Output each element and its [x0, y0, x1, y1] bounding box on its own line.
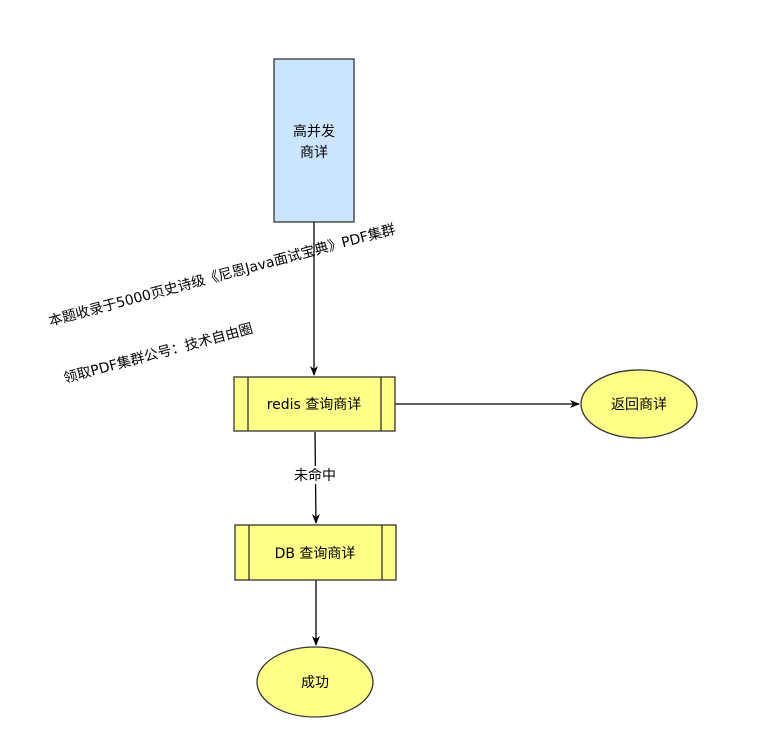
node-redis-query: redis 查询商详	[233, 376, 396, 432]
node-return-details-label: 返回商详	[611, 397, 667, 413]
node-high-concurrency-line1: 高并发	[293, 123, 335, 140]
node-high-concurrency-line2: 商详	[300, 145, 328, 161]
edge-label-bg	[290, 466, 342, 484]
watermark-line2: 领取PDF集群公号：技术自由圈	[62, 320, 255, 387]
node-db-query: DB 查询商详	[234, 524, 397, 581]
node-return-details: 返回商详	[580, 369, 698, 439]
node-high-concurrency-box	[273, 58, 355, 223]
node-success: 成功	[256, 646, 374, 718]
node-db-query-label: DB 查询商详	[275, 546, 356, 562]
node-success-label: 成功	[301, 675, 329, 691]
node-redis-query-label: redis 查询商详	[267, 397, 362, 413]
watermark-line1: 本题收录于5000页史诗级《尼恩Java面试宝典》PDF集群	[47, 221, 398, 330]
edge-label-miss: 未命中	[294, 467, 336, 484]
